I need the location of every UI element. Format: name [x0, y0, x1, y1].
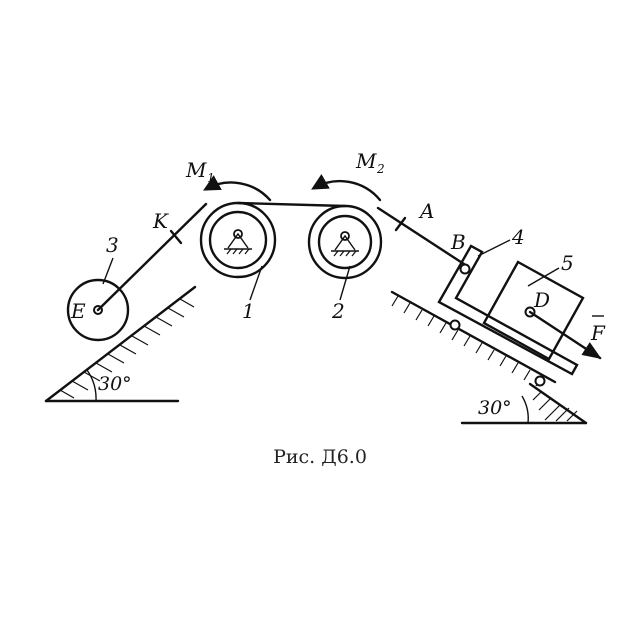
body-3-label: 3 [106, 233, 119, 257]
body-2-label: 2 [331, 299, 345, 323]
rope-right [376, 206, 469, 268]
pulley-2: M 2 2 [307, 149, 385, 323]
moment-m2-label: M [355, 149, 377, 173]
point-b-label: B [450, 230, 466, 254]
disk-3-circle [66, 278, 130, 342]
point-d-label: D [533, 288, 550, 312]
right-angle-arc [521, 395, 529, 424]
rope-middle [236, 201, 347, 208]
right-support-slope [528, 382, 588, 425]
block-5-outline [482, 260, 585, 361]
force-f-arrow [528, 310, 602, 360]
plate-4-wheel-left [449, 319, 461, 331]
pulley-2-outer [307, 204, 383, 280]
point-a-label: A [418, 199, 434, 223]
plate-4-outline [437, 244, 579, 376]
body-4-leader [477, 239, 511, 257]
point-e-label: E [70, 299, 86, 323]
figure-caption: Рис. Д6.0 [273, 446, 367, 468]
right-incline: 30° [390, 290, 588, 425]
pulley-2-inner [317, 214, 373, 270]
point-k-label: K [152, 209, 169, 233]
body-1-leader [249, 265, 263, 301]
body-3-leader [102, 257, 114, 285]
pulley-1-inner [208, 210, 268, 270]
moment-m2-subscript: 2 [376, 162, 385, 176]
right-ground-hatching [532, 391, 578, 422]
left-incline-surface [44, 285, 197, 403]
disk-3: E 3 [66, 233, 130, 342]
moment-m1-arrow [203, 175, 272, 202]
point-k-tick [169, 229, 183, 245]
body-2-leader [339, 265, 351, 301]
moment-m1-label: M [185, 158, 207, 182]
body-5-label: 5 [561, 251, 574, 275]
pulley-2-support [334, 234, 356, 251]
pulley-1-outer [199, 201, 277, 279]
force-f-label: F [590, 321, 606, 345]
block-5: D 5 [482, 251, 585, 361]
pulley-1-base-hatching [226, 248, 250, 255]
moment-m2-arrow [311, 174, 382, 202]
plate-4-wheel-right [534, 375, 546, 387]
moment-m1-subscript: 1 [207, 171, 215, 185]
point-a-tick [394, 216, 407, 232]
pulley-2-base-hatching [333, 250, 357, 257]
left-incline-hatching [59, 298, 195, 399]
body-5-leader [527, 267, 560, 287]
pulley-1: M 1 1 [185, 158, 277, 323]
right-incline-hatching [391, 295, 543, 387]
left-angle-arc [86, 369, 97, 402]
left-incline: 30° [44, 285, 197, 403]
pulley-1-support [227, 232, 249, 249]
body-1-label: 1 [242, 299, 255, 323]
right-angle-label: 30° [478, 397, 512, 419]
rope-left [96, 202, 208, 312]
plate-4: B 4 [437, 225, 579, 387]
body-4-label: 4 [511, 225, 525, 249]
left-angle-label: 30° [98, 373, 132, 395]
right-incline-surface [390, 290, 557, 384]
point-b-marker [459, 263, 471, 275]
